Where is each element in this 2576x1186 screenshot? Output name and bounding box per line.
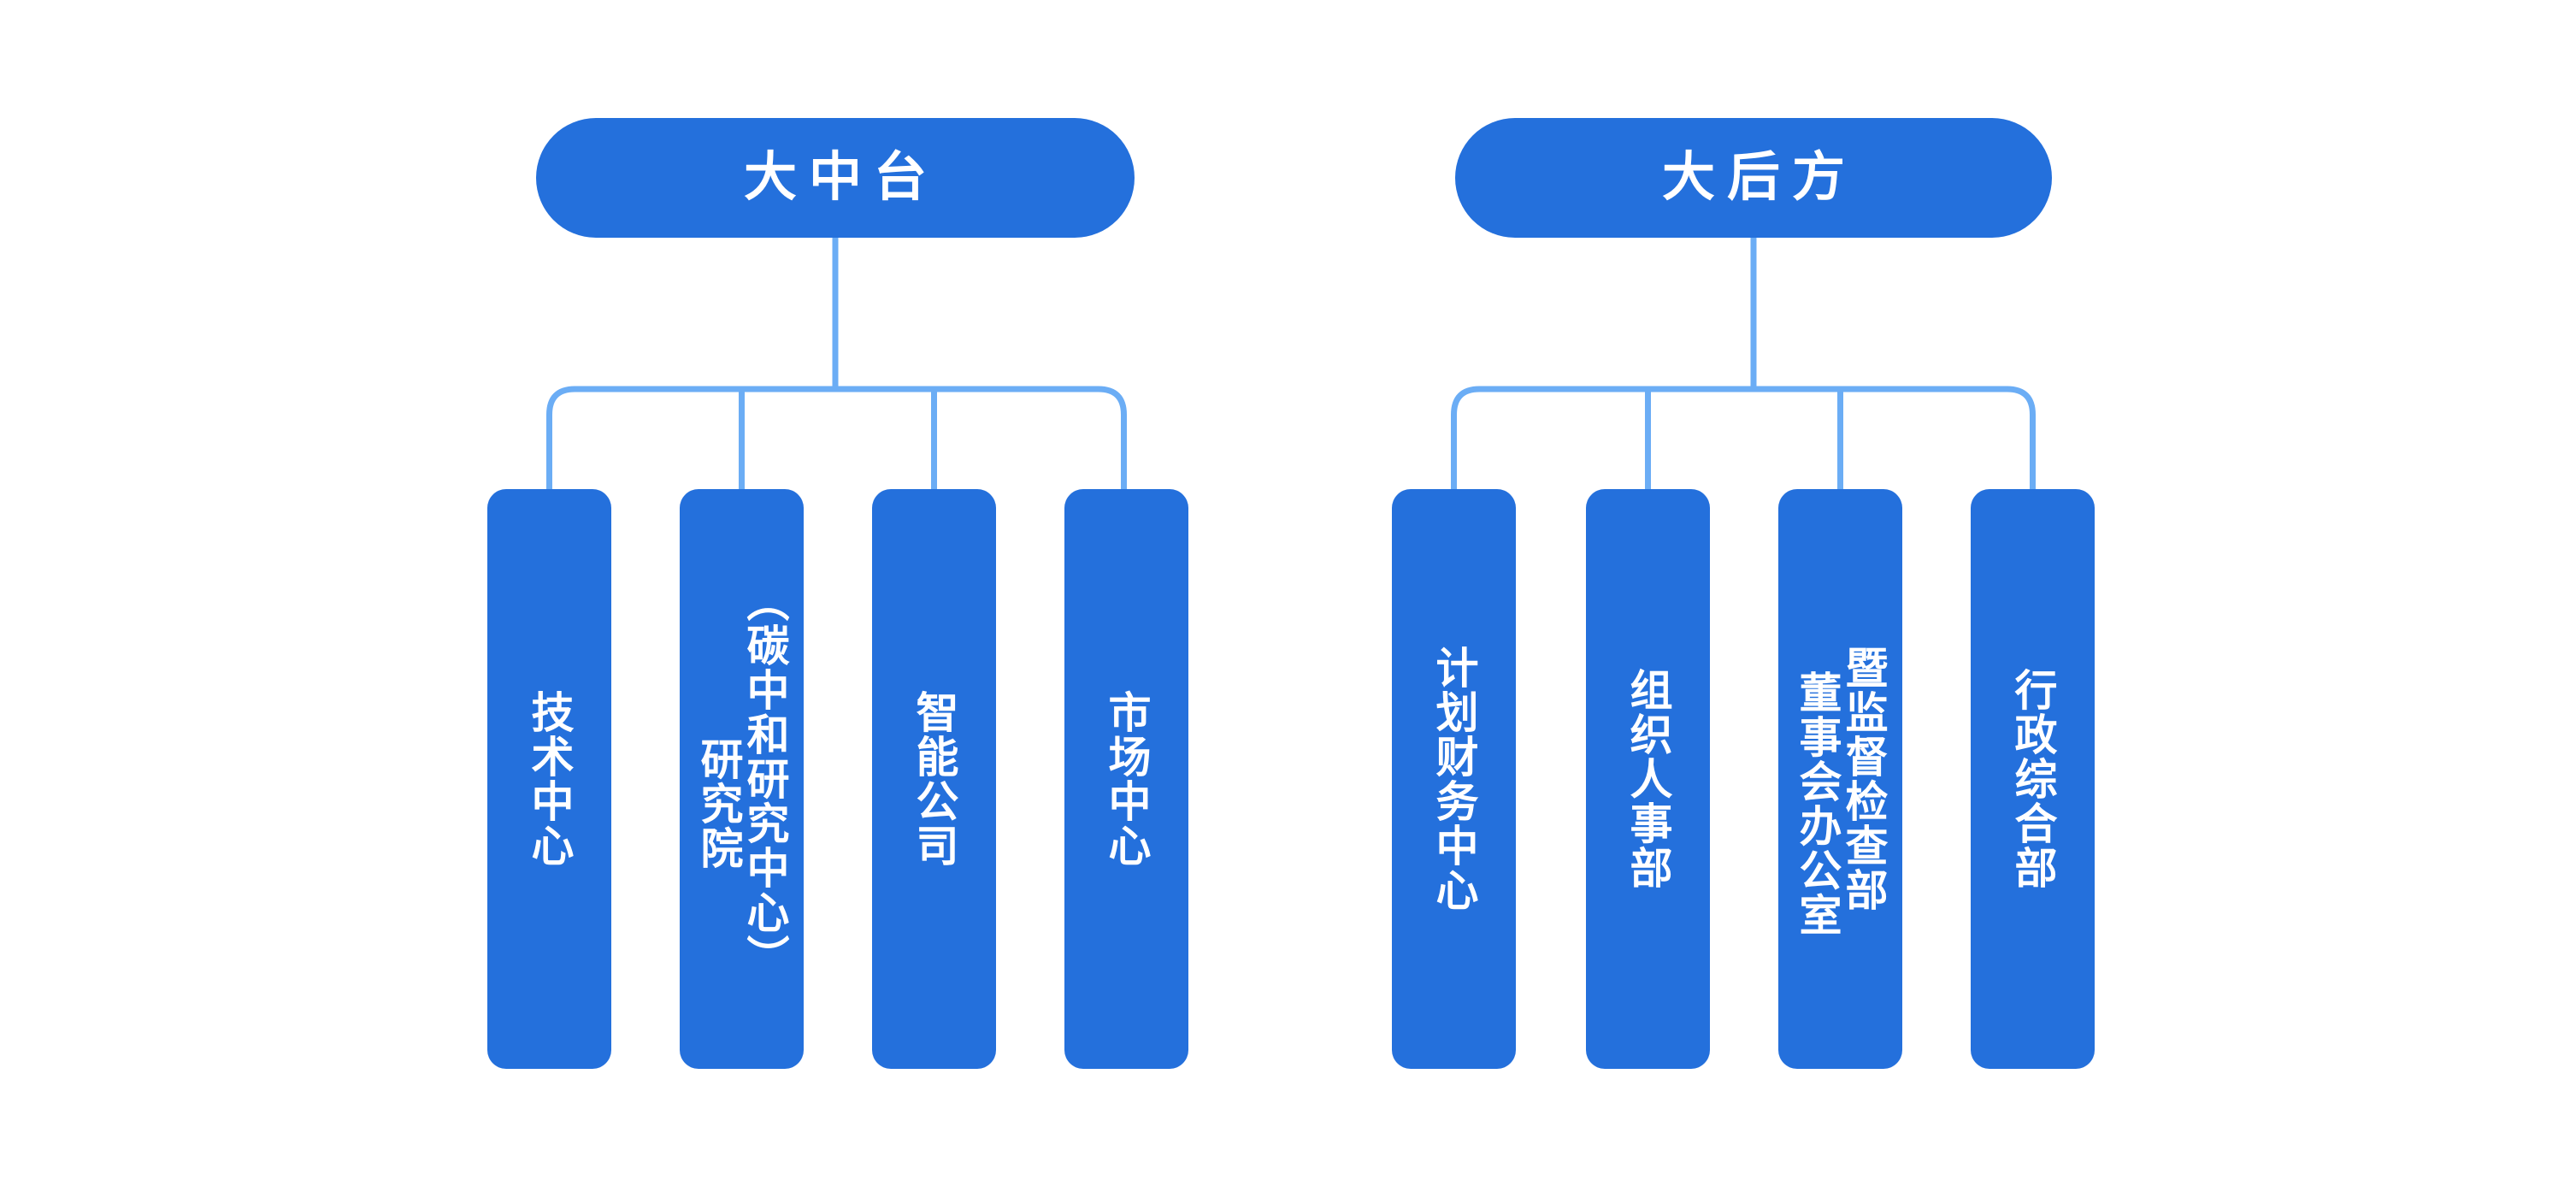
node-zuzhi-renshi-bu[interactable]: 组织人事部 xyxy=(1586,489,1710,1069)
node-dongshihui-bangongshi[interactable]: 暨监督检查部 董事会办公室 xyxy=(1778,489,1902,1069)
node-label-column-1: 行政综合部 xyxy=(2008,668,2057,890)
node-xingzheng-zonghe-bu[interactable]: 行政综合部 xyxy=(1971,489,2095,1069)
group-header-zhongtai[interactable]: 大中台 xyxy=(536,118,1135,238)
node-label-column-2: 董事会办公室 xyxy=(1793,670,1842,937)
node-jihua-caiwu-zhongxin[interactable]: 计划财务中心 xyxy=(1392,489,1516,1069)
node-zhineng-gongsi[interactable]: 智能公司 xyxy=(872,489,996,1069)
bus-line-houfang xyxy=(1451,386,2036,489)
group-header-label: 大中台 xyxy=(743,148,939,207)
node-label-column-1: 技术中心 xyxy=(525,690,574,868)
node-label-column-1: 计划财务中心 xyxy=(1429,646,1478,912)
bus-line-zhongtai xyxy=(546,386,1127,489)
node-label-column-1: 组织人事部 xyxy=(1624,668,1672,890)
node-label-column-1: 市场中心 xyxy=(1102,690,1151,868)
node-label-column-1: 暨监督检查部 xyxy=(1839,646,1888,912)
node-shichang-zhongxin[interactable]: 市场中心 xyxy=(1064,489,1188,1069)
group-header-houfang[interactable]: 大后方 xyxy=(1455,118,2052,238)
node-label-column-2: 研究院 xyxy=(694,737,743,870)
node-label-column-1: （碳中和研究中心） xyxy=(740,579,789,979)
node-label-column-1: 智能公司 xyxy=(910,690,958,868)
node-jishu-zhongxin[interactable]: 技术中心 xyxy=(487,489,611,1069)
node-yanjiuyuan[interactable]: （碳中和研究中心） 研究院 xyxy=(680,489,804,1069)
group-header-label: 大后方 xyxy=(1661,148,1857,207)
